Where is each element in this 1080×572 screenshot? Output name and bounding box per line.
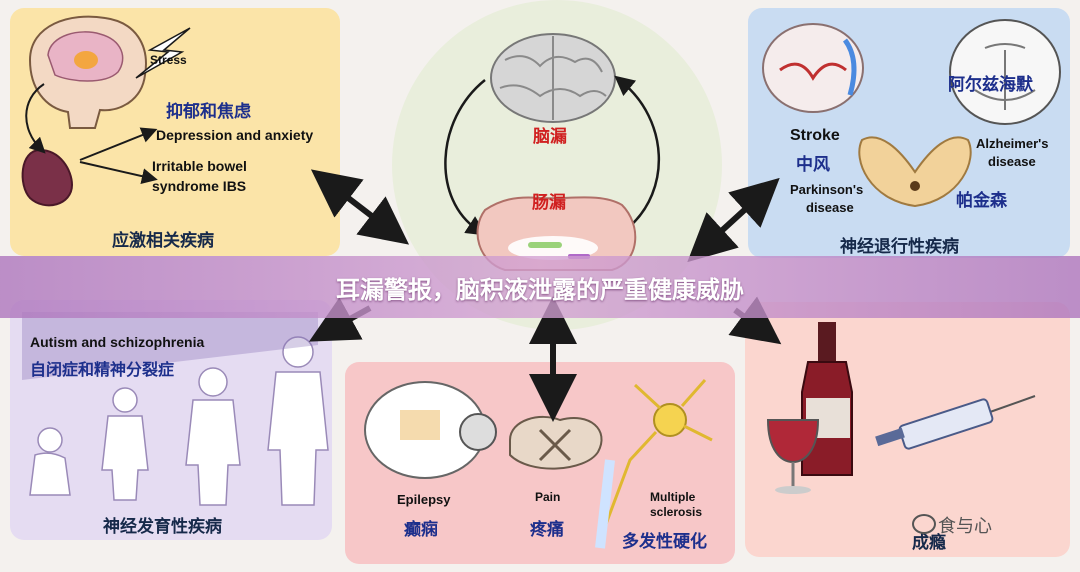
autism-en-label: Autism and schizophrenia [30, 334, 205, 350]
dev-caption: 神经发育性疾病 [103, 517, 222, 537]
syringe-icon [875, 395, 1036, 450]
ms-cn-label: 多发性硬化 [622, 532, 707, 552]
stress-label: Stress [150, 53, 187, 67]
wine-glass-icon [766, 419, 820, 494]
depression-cn-label: 抑郁和焦虑 [166, 102, 251, 122]
stroke-brain-section-icon [762, 23, 864, 113]
myelin-sheath [595, 459, 615, 549]
stroke-en-label: Stroke [790, 127, 840, 144]
parkinson-en-line1: Parkinson's [790, 182, 864, 197]
addiction-caption: 成瘾 [912, 533, 946, 553]
gut-icon [476, 196, 637, 271]
parkinson-midbrain-icon [858, 136, 972, 208]
pain-cn-label: 疼痛 [530, 520, 564, 540]
epilepsy-cn-label: 癫痫 [404, 520, 438, 540]
autism-cn-label: 自闭症和精神分裂症 [30, 360, 175, 379]
ibs-en-line2: syndrome IBS [152, 178, 247, 194]
spinal-cord-icon [509, 415, 603, 470]
parkinson-cn-label: 帕金森 [956, 191, 1007, 211]
age-wedge [22, 312, 318, 380]
stress-caption: 应激相关疾病 [112, 231, 214, 251]
parkinson-en-line2: disease [806, 200, 854, 215]
alzheimer-en-line1: Alzheimer's [976, 136, 1049, 151]
head-brain-icon [28, 15, 147, 129]
lightning-icon [135, 27, 191, 79]
wechat-icon [912, 514, 936, 534]
brain-icon [490, 33, 616, 123]
epilepsy-brain-icon [364, 381, 497, 479]
epilepsy-en-label: Epilepsy [397, 492, 451, 507]
watermark: 食与心 [938, 516, 992, 537]
banner-title: 耳漏警报，脑积液泄露的严重健康威胁 [336, 276, 744, 304]
alzheimer-cn-label: 阿尔兹海默 [948, 75, 1033, 95]
depression-en-label: Depression and anxiety [156, 127, 314, 143]
alzheimer-brain-section-icon [949, 19, 1061, 125]
ibs-en-line1: Irritable bowel [152, 158, 247, 174]
ms-en-line2: sclerosis [650, 505, 703, 519]
title-banner [0, 256, 1080, 318]
neuro-caption: 神经退行性疾病 [840, 237, 959, 257]
gut-leak-label: 肠漏 [532, 193, 566, 213]
alzheimer-en-line2: disease [988, 154, 1036, 169]
human-silhouette-icon [29, 336, 329, 506]
ms-en-line1: Multiple [650, 490, 696, 504]
stroke-cn-label: 中风 [796, 155, 830, 175]
brain-leak-label: 脑漏 [533, 127, 567, 147]
neuron-icon [598, 379, 713, 541]
kidney-icon [21, 148, 74, 207]
pain-en-label: Pain [535, 490, 561, 504]
